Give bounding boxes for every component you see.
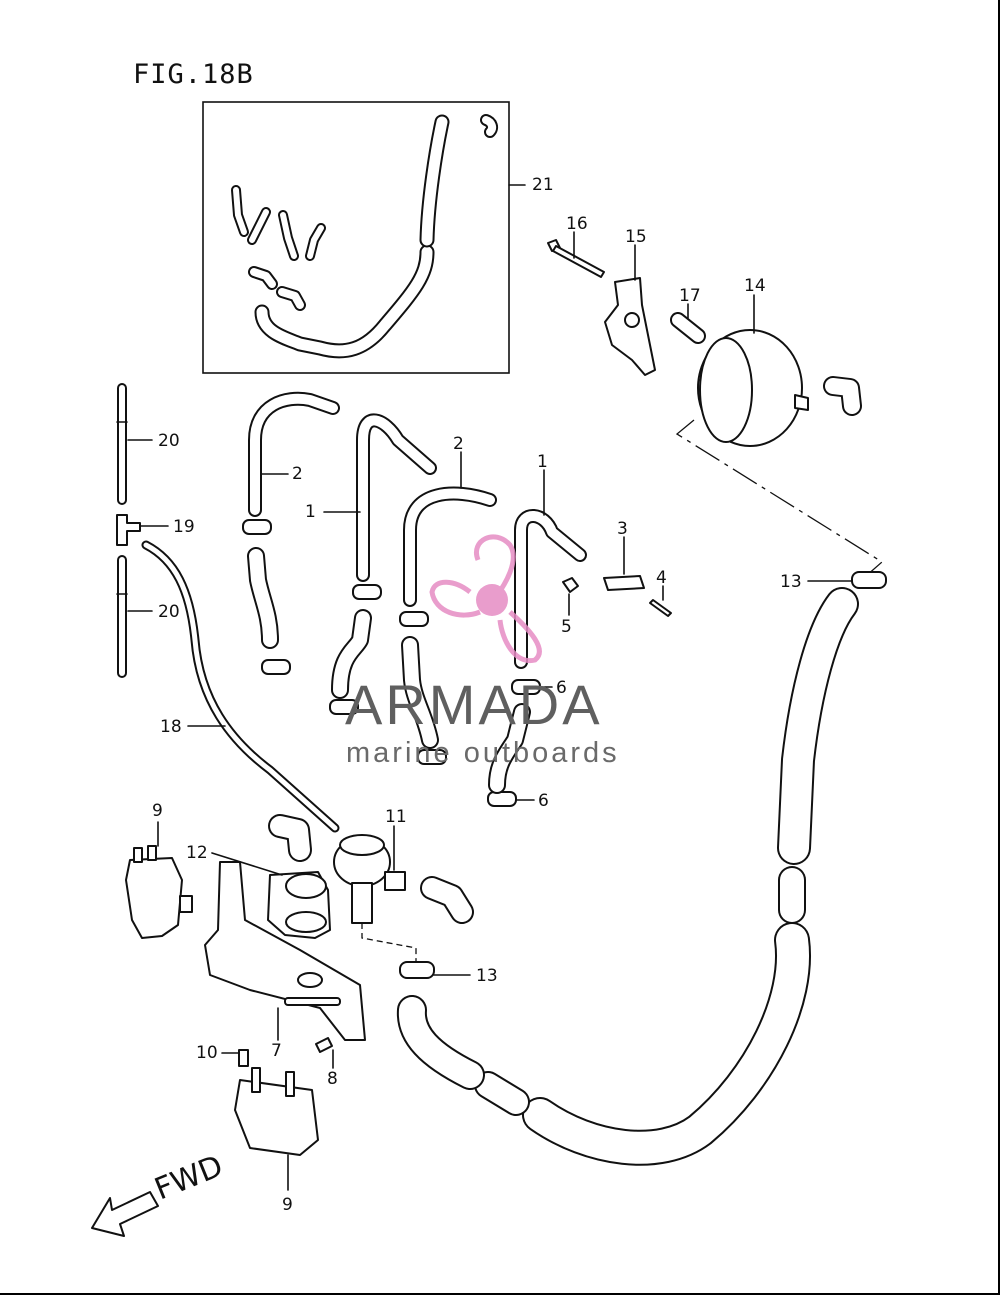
callout-19: 19: [173, 517, 195, 537]
gasket-3: [603, 575, 645, 591]
tube-20-lower: [116, 555, 128, 678]
bolt-10: [238, 1049, 249, 1067]
callout-18: 18: [160, 717, 182, 737]
callout-6-upper: 6: [556, 678, 567, 698]
callout-9-lower: 9: [282, 1195, 293, 1215]
clamp: [487, 791, 517, 807]
callout-12: 12: [186, 843, 208, 863]
holder-12: [267, 871, 331, 939]
clamp: [399, 611, 429, 627]
watermark-tagline: marine outboards: [346, 737, 620, 769]
clamp: [352, 584, 382, 600]
callout-11: 11: [385, 807, 407, 827]
tube-20-upper: [116, 383, 128, 505]
tee-19: [116, 514, 141, 546]
callout-6-lower: 6: [538, 791, 549, 811]
callout-15: 15: [625, 227, 647, 247]
callout-14: 14: [744, 276, 766, 296]
bolt-8: [315, 1037, 333, 1053]
nut-5: [562, 577, 579, 593]
callout-9-upper: 9: [152, 801, 163, 821]
callout-13-lower: 13: [476, 966, 498, 986]
callout-20-lower: 20: [158, 602, 180, 622]
callout-1-right: 1: [537, 452, 548, 472]
fwd-label: FWD: [150, 1149, 228, 1208]
callout-5: 5: [561, 617, 572, 637]
watermark-brand: ARMADA: [345, 673, 603, 736]
clamp: [329, 699, 359, 715]
silencer-14: [697, 329, 809, 447]
figure-title: FIG.18B: [133, 59, 254, 90]
clamp: [242, 519, 272, 535]
callout-17: 17: [679, 286, 701, 306]
armada-logo-icon: [429, 534, 542, 664]
callout-20-upper: 20: [158, 431, 180, 451]
hose-kit-parts: [231, 114, 499, 359]
callout-4: 4: [656, 568, 667, 588]
callout-2-middle: 2: [453, 434, 464, 454]
tube-18: [141, 540, 340, 833]
bracket-7: [204, 861, 366, 1041]
callout-2-left: 2: [292, 464, 303, 484]
callout-1-left: 1: [305, 502, 316, 522]
clamp: [417, 749, 447, 765]
clamp: [261, 659, 291, 675]
forward-arrow-icon: [91, 1191, 159, 1237]
clamp-13-lower: [399, 961, 435, 979]
bolt-16: [547, 239, 605, 278]
callout-10: 10: [196, 1043, 218, 1063]
callout-21: 21: [532, 175, 554, 195]
callout-8: 8: [327, 1069, 338, 1089]
pump-9-upper: [125, 845, 193, 939]
stud-4: [649, 599, 672, 617]
callout-7: 7: [271, 1041, 282, 1061]
callout-13-upper: 13: [780, 572, 802, 592]
valve-11: [333, 834, 406, 924]
clamp-13-upper: [851, 571, 887, 589]
kit-box: [202, 101, 510, 374]
callout-3: 3: [617, 519, 628, 539]
pump-9-lower: [234, 1067, 319, 1156]
callout-16: 16: [566, 214, 588, 234]
